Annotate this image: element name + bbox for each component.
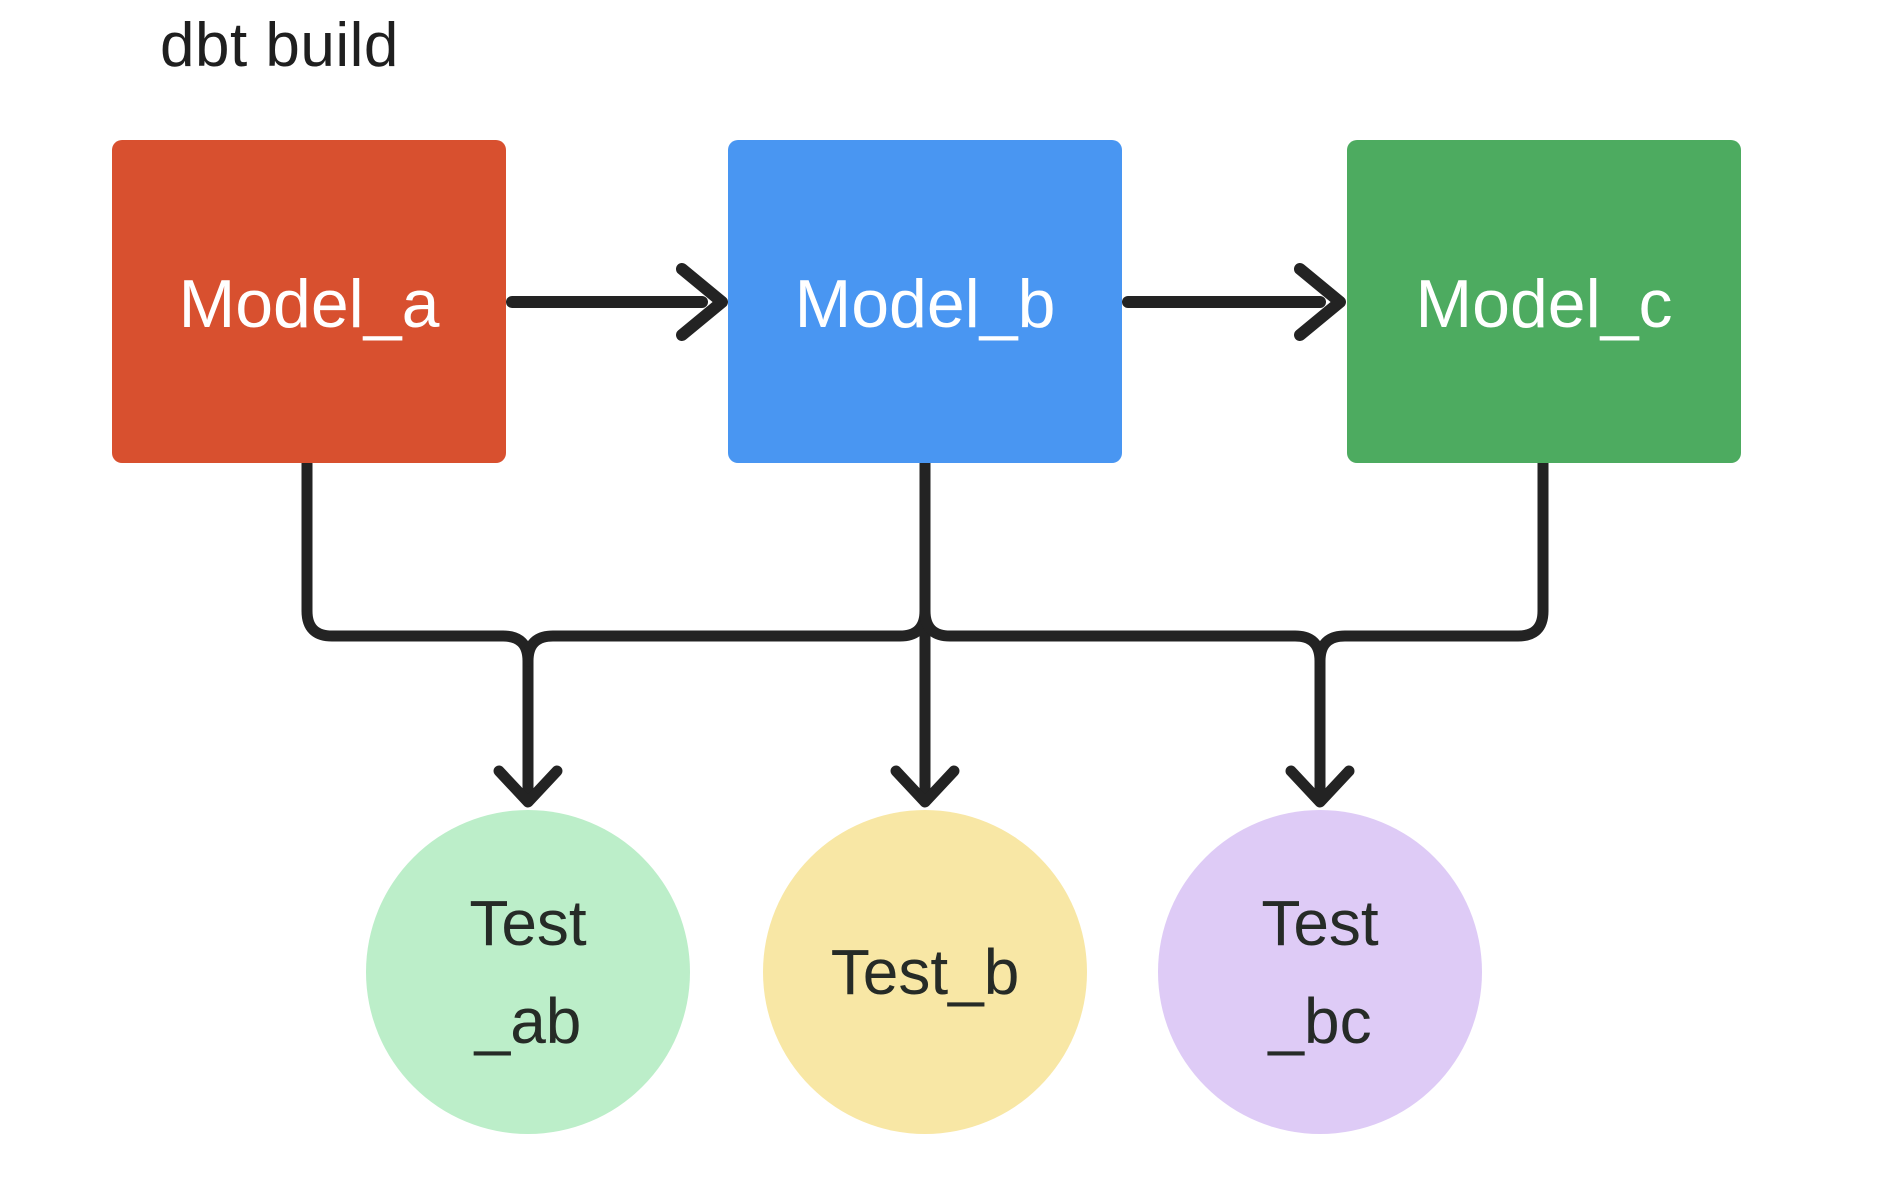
model-flow-arrows [506,263,1346,341]
edge-model-c-to-test-bc [1314,457,1549,667]
edge-model-a-to-test-ab [301,457,534,802]
arrowhead-right-model-b-icon [676,263,728,341]
arrowhead-down-test-bc-icon [1285,765,1355,808]
diagram-title: dbt build [160,11,399,80]
node-test-b-label: Test_b [831,936,1020,1008]
node-test-bc-label-line2: _bc [1267,985,1371,1057]
model-nodes: Model_a Model_b Model_c [112,140,1741,463]
node-model-a [112,140,506,463]
edge-model-b-to-test-bc [919,457,1326,802]
node-test-ab-label-line2: _ab [474,985,582,1057]
arrowhead-right-model-c-icon [1294,263,1346,341]
node-test-bc-label-line1: Test [1261,887,1379,959]
node-model-b [728,140,1122,463]
edge-model-b-to-test-ab [522,457,931,667]
node-test-bc [1158,810,1482,1134]
arrowhead-down-test-b-icon [890,765,960,808]
node-test-ab [366,810,690,1134]
node-model-c-label: Model_c [1415,266,1672,342]
node-test-b [763,810,1087,1134]
node-test-ab-label-line1: Test [469,887,587,959]
arrowhead-down-test-ab-icon [493,765,563,808]
node-model-c [1347,140,1741,463]
test-nodes: Test _ab Test_b Test _bc [366,810,1482,1134]
node-model-b-label: Model_b [795,266,1056,342]
connector-group [301,457,1549,808]
node-model-a-label: Model_a [179,266,440,342]
